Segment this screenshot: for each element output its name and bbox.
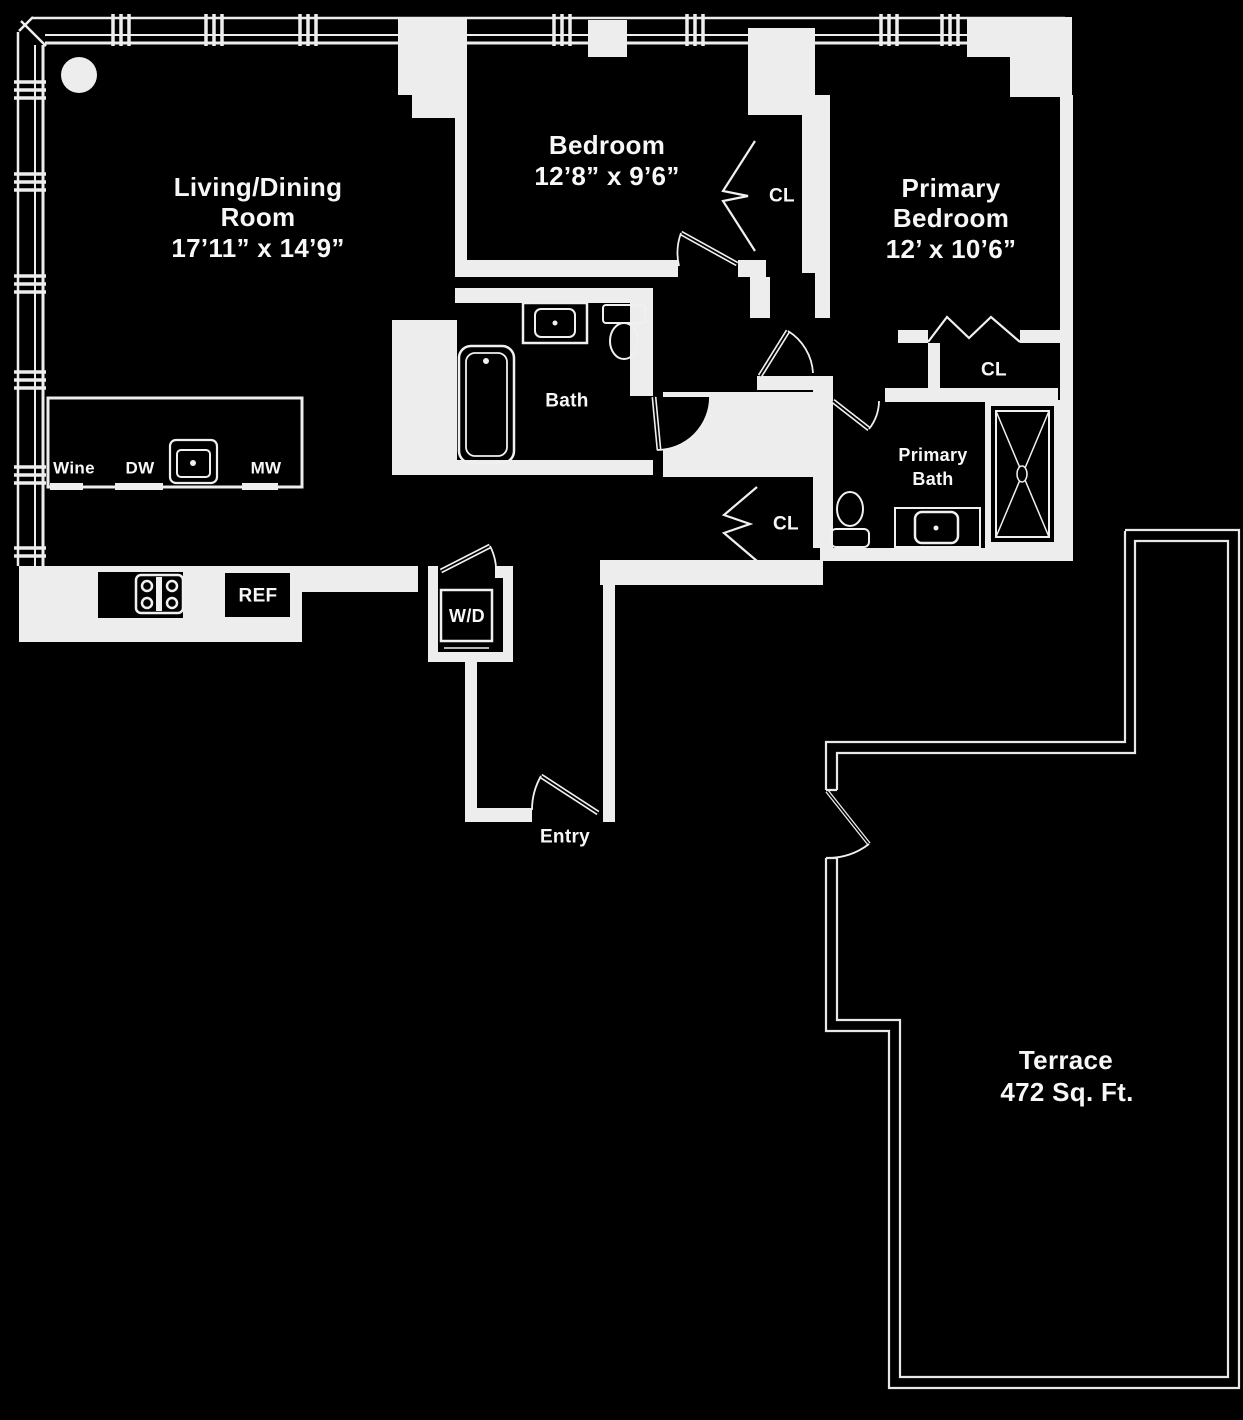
- shower-icon: [985, 400, 1060, 548]
- closet-label-bedroom: CL: [769, 185, 795, 207]
- microwave-label: MW: [250, 458, 282, 478]
- stove-icon: [134, 573, 185, 615]
- terrace-area-label: 472 Sq. Ft.: [1000, 1077, 1134, 1107]
- window-mullions-top: [111, 14, 960, 46]
- column: [61, 57, 97, 93]
- closet-bifold-doors: [721, 140, 1021, 562]
- terrace-label: Terrace: [1018, 1045, 1114, 1075]
- primary-sink-icon: [894, 507, 981, 548]
- primary-bath-label-line2: Bath: [912, 469, 954, 489]
- entry-label: Entry: [539, 826, 591, 848]
- refrigerator-icon: [253, 566, 265, 573]
- terrace-outline: [824, 528, 1241, 1390]
- wine-fridge-label: Wine: [53, 458, 95, 478]
- living-room-dimensions: 17’11” x 14’9”: [171, 233, 345, 263]
- closet-label-primary: CL: [981, 359, 1007, 381]
- dishwasher-label: DW: [125, 458, 155, 478]
- primary-toilet-icon: [830, 491, 870, 548]
- washer-dryer-icon: [439, 588, 494, 649]
- primary-bedroom-label-line2: Bedroom: [892, 203, 1010, 233]
- bath-label: Bath: [545, 390, 589, 412]
- closet-label-hall: CL: [773, 513, 799, 535]
- bath-toilet-icon: [602, 304, 646, 360]
- living-room-label-line2: Room: [220, 202, 296, 232]
- primary-bath-label-line1: Primary: [898, 445, 968, 465]
- bedroom-dimensions: 12’8” x 9’6”: [534, 161, 680, 191]
- washer-dryer-label: W/D: [449, 606, 485, 626]
- primary-bedroom-dimensions: 12’ x 10’6”: [885, 234, 1017, 264]
- bathtub-icon: [457, 344, 516, 465]
- bath-sink-icon: [521, 301, 589, 345]
- primary-bedroom-label-line1: Primary: [901, 173, 1001, 203]
- door-swings: [439, 230, 880, 859]
- kitchen-island: [46, 396, 304, 490]
- living-room-label-line1: Living/Dining: [173, 172, 343, 202]
- window-mullions-left: [14, 80, 46, 558]
- kitchen-sink-icon: [168, 438, 219, 485]
- refrigerator-label: REF: [238, 585, 278, 607]
- bedroom-label: Bedroom: [548, 130, 666, 160]
